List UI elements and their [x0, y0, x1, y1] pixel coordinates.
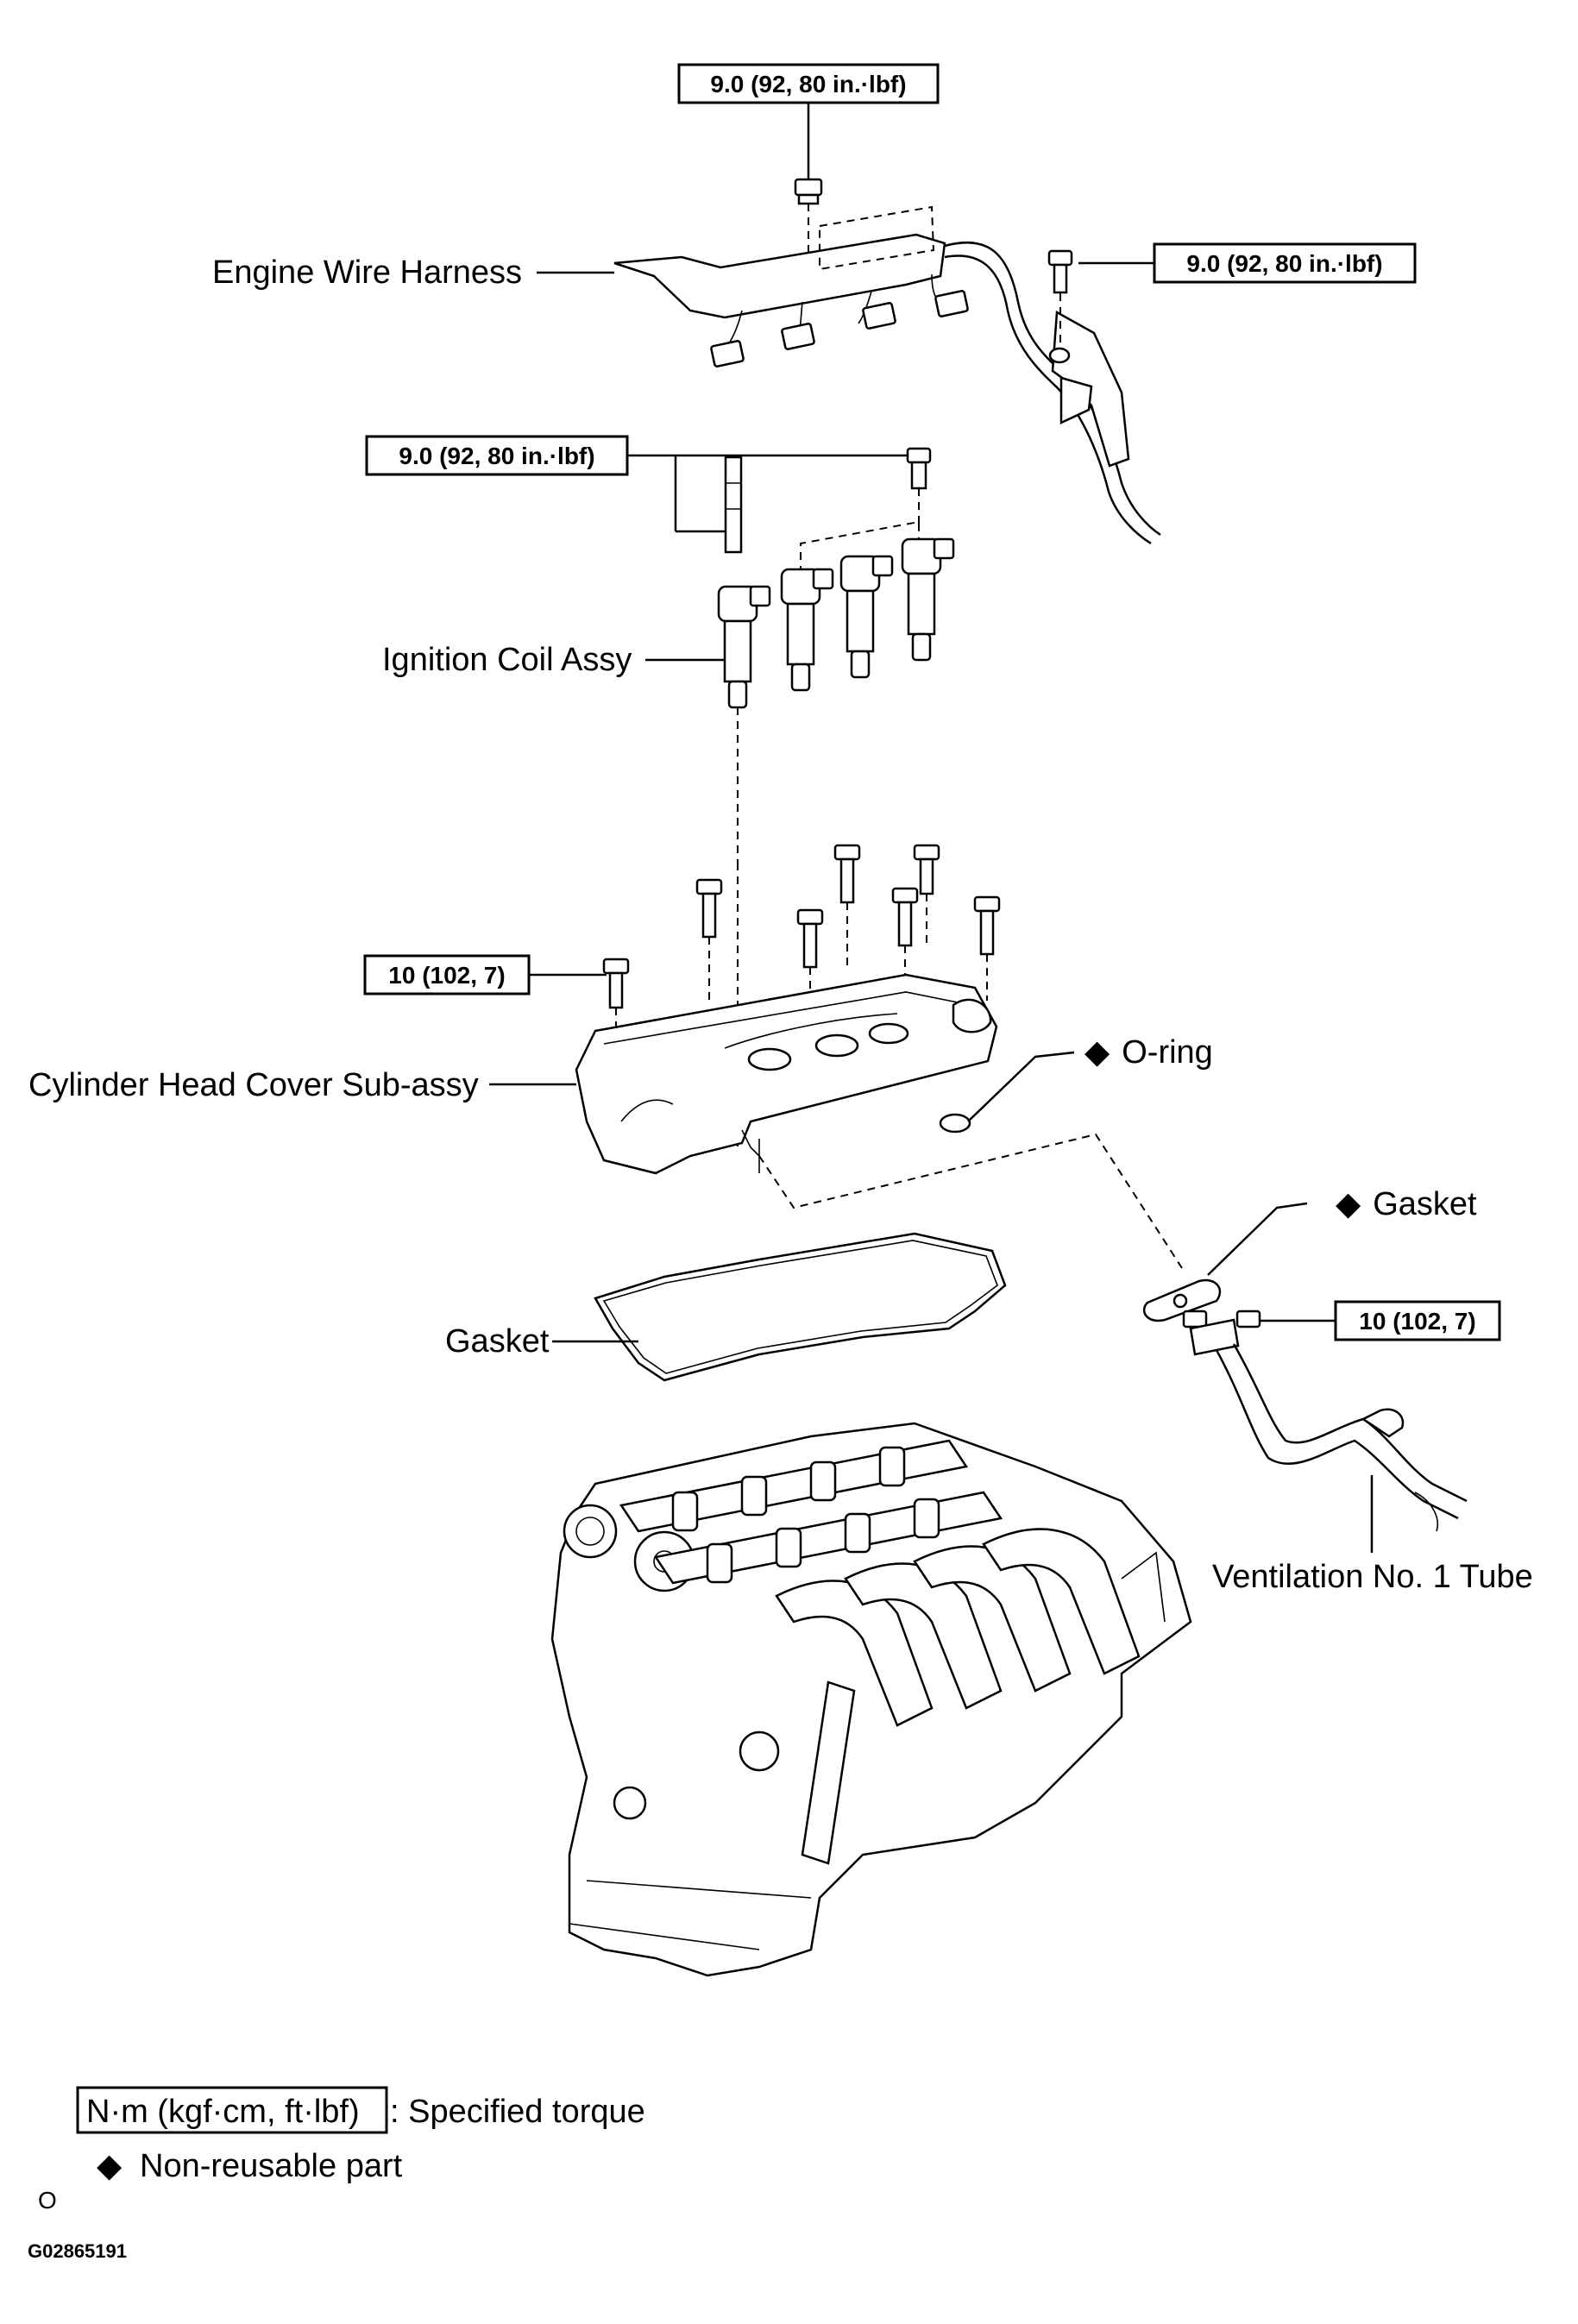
torque-callout-harness-right: 9.0 (92, 80 in.·lbf) [1078, 242, 1417, 284]
figure-code: G02865191 [28, 2240, 127, 2262]
torque-callout-tube: 10 (102, 7) [1260, 1300, 1501, 1341]
legend-nonreusable-symbol: ◆ [97, 2148, 123, 2184]
bolt-icon [973, 895, 1001, 956]
bolt-icon [913, 844, 940, 895]
legend-nonreusable-desc: Non-reusable part [140, 2148, 403, 2184]
bolt-icon [796, 908, 824, 969]
svg-text:9.0 (92, 80 in.·lbf): 9.0 (92, 80 in.·lbf) [710, 71, 906, 97]
harness-bolt-icon [794, 178, 823, 205]
torque-callout-cover: 10 (102, 7) [363, 954, 607, 996]
coil-2-icon [780, 568, 834, 692]
label-ventilation-tube: Ventilation No. 1 Tube [1212, 1559, 1533, 1595]
cover-bolts [602, 844, 1001, 1121]
ventilation-tube [1182, 1310, 1468, 1532]
bolt-icon [602, 958, 630, 1009]
label-cylinder-head-cover: Cylinder Head Cover Sub-assy [28, 1067, 479, 1103]
torque-callout-harness-top: 9.0 (92, 80 in.·lbf) [677, 63, 940, 179]
svg-text:10 (102, 7): 10 (102, 7) [388, 962, 505, 989]
label-o-ring: ◆O-ring [1084, 1034, 1213, 1071]
svg-text:9.0 (92, 80 in.·lbf): 9.0 (92, 80 in.·lbf) [1186, 250, 1382, 277]
ignition-coil-assy [717, 447, 955, 1147]
legend-torque-unit: N·m (kgf·cm, ft·lbf) [86, 2094, 360, 2130]
label-engine-wire-harness: Engine Wire Harness [212, 254, 522, 291]
svg-text:9.0 (92, 80 in.·lbf): 9.0 (92, 80 in.·lbf) [399, 443, 594, 469]
coil-4-icon [901, 537, 955, 662]
ventilation-gasket [1142, 1202, 1308, 1322]
label-gasket-cover: Gasket [445, 1323, 550, 1360]
legend-torque-desc: : Specified torque [390, 2094, 645, 2130]
legend: N·m (kgf·cm, ft·lbf) : Specified torque … [76, 2086, 645, 2184]
label-ignition-coil-assy: Ignition Coil Assy [382, 642, 632, 678]
engine-block [550, 1422, 1192, 1977]
coil-3-icon [839, 555, 894, 679]
svg-text:10 (102, 7): 10 (102, 7) [1359, 1308, 1475, 1335]
cylinder-head-cover [575, 973, 998, 1175]
cover-gasket [594, 1232, 1007, 1382]
footer-mark: O [38, 2187, 57, 2214]
o-ring [939, 1051, 1075, 1134]
label-gasket-tube: ◆Gasket [1336, 1186, 1477, 1222]
engine-wire-harness [613, 178, 1161, 545]
harness-right-bolt-icon [1047, 249, 1073, 294]
bolt-icon [695, 878, 723, 939]
torque-callout-coil: 9.0 (92, 80 in.·lbf) [365, 435, 913, 533]
coil-1-icon [717, 585, 771, 709]
bolt-icon [833, 844, 861, 904]
bolt-icon [891, 887, 919, 947]
